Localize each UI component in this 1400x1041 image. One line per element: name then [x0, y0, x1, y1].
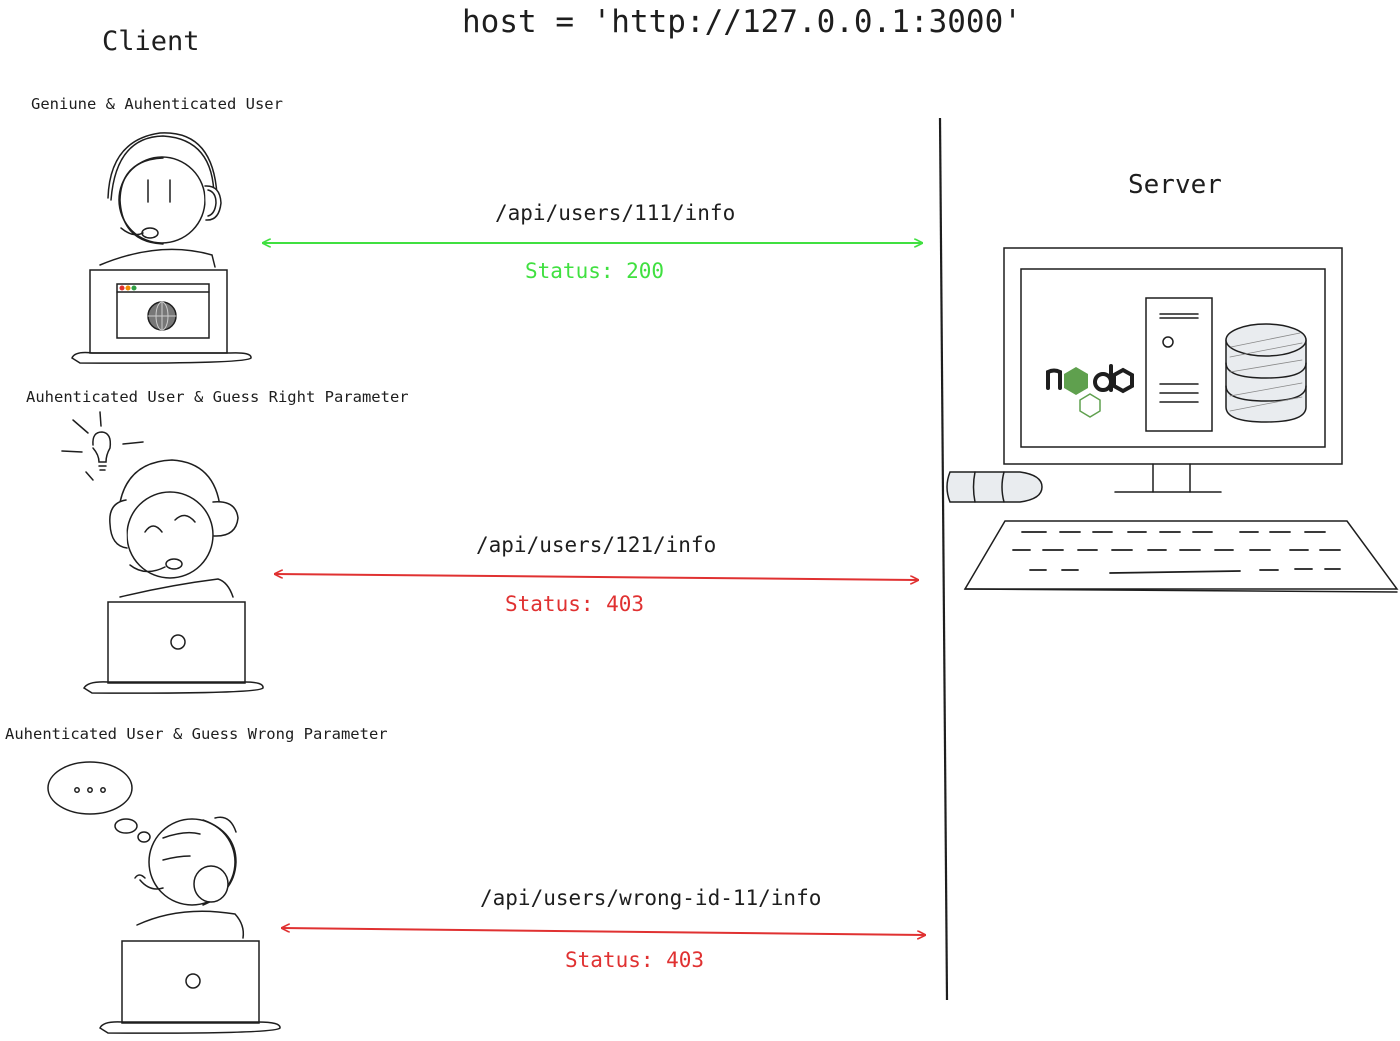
- headset-user-with-browser-laptop-icon: [71, 132, 252, 364]
- response-status-1: Status: 200: [525, 259, 665, 283]
- server-heading: Server: [1128, 170, 1222, 200]
- host-title: host = 'http://127.0.0.1:3000': [462, 4, 1022, 40]
- response-status-3: Status: 403: [565, 948, 705, 972]
- response-status-2: Status: 403: [505, 592, 645, 616]
- request-endpoint-1: /api/users/111/info: [495, 201, 736, 225]
- thinking-user-with-thought-bubble-icon: [47, 761, 281, 1034]
- nodejs-logo-icon: [1046, 364, 1134, 418]
- request-endpoint-3: /api/users/wrong-id-11/info: [480, 886, 822, 910]
- user-label-guess-wrong: Auhenticated User & Guess Wrong Paramete…: [5, 725, 388, 743]
- request-arrow-3: [282, 928, 925, 935]
- request-endpoint-2: /api/users/121/info: [476, 533, 717, 557]
- user-label-genuine: Geniune & Auhenticated User: [31, 95, 283, 113]
- client-heading: Client: [102, 26, 200, 57]
- request-arrow-2: [275, 574, 918, 580]
- user-label-guess-right: Auhenticated User & Guess Right Paramete…: [26, 388, 409, 406]
- server-computer-icon: [946, 247, 1399, 593]
- client-server-divider: [938, 117, 949, 1001]
- smiling-user-with-lightbulb-icon: [61, 411, 264, 694]
